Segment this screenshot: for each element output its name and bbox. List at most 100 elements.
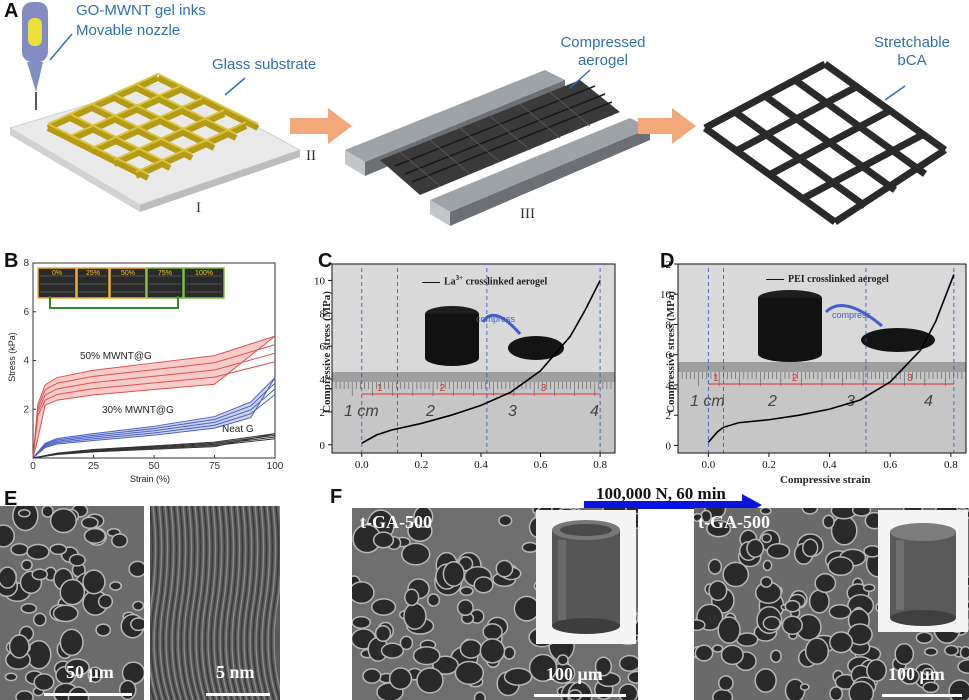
pore — [915, 631, 934, 644]
series-label-30: 30% MWNT@G — [102, 405, 174, 416]
lattice-fringe — [168, 506, 179, 700]
pore — [26, 543, 50, 561]
pore — [412, 646, 441, 666]
ytick-label: 4 — [666, 380, 672, 392]
series-label-neat: Neat G — [222, 424, 254, 435]
cylinder-icon-after — [890, 523, 956, 626]
stretchable-label-2: bCA — [897, 52, 927, 69]
pore — [922, 667, 934, 676]
step-1-label: I — [196, 200, 201, 216]
lattice-fringe — [201, 506, 212, 700]
pore — [804, 637, 830, 665]
ytick-label: 0 — [666, 440, 672, 452]
pore — [808, 589, 830, 614]
inset-strain-label: 75% — [158, 270, 172, 277]
ytick-label: 10 — [660, 289, 672, 301]
pore — [4, 672, 18, 682]
pore — [372, 531, 395, 549]
lattice-fringe — [210, 506, 221, 700]
pore — [479, 638, 506, 664]
sample-photo-right — [878, 510, 968, 632]
panel-f-letter: F — [330, 486, 343, 508]
inset-strain-label: 0% — [52, 270, 62, 277]
b-hysteresis-fill — [33, 336, 275, 458]
scale-text-e1: 50 μm — [66, 662, 114, 682]
pore — [828, 603, 852, 620]
pore — [694, 644, 714, 662]
pore — [781, 615, 803, 636]
pore — [618, 683, 638, 700]
lattice-fringe — [153, 506, 164, 700]
b-xtick-label: 50 — [148, 461, 160, 472]
b-series-line — [32, 361, 276, 459]
inset-photo-frame — [146, 267, 184, 299]
panel-a-letter: A — [4, 0, 19, 22]
pore — [862, 583, 876, 592]
xtick-label: 0.2 — [762, 459, 776, 471]
pore — [866, 658, 887, 682]
b-xtick-label: 0 — [30, 461, 36, 472]
sem-image-f-right — [694, 508, 969, 700]
nozzle-label: Movable nozzle — [76, 22, 181, 39]
lattice-fringe — [258, 506, 269, 700]
b-series-line — [32, 394, 276, 459]
scale-text-f-right: 100 μm — [888, 664, 945, 684]
pore — [68, 553, 86, 567]
xtick-label: 0.6 — [883, 459, 897, 471]
lattice-fringe — [195, 506, 206, 700]
pore — [380, 642, 405, 659]
compressed-aerogel — [345, 70, 650, 226]
lattice-fringe — [177, 506, 188, 700]
lattice-fringe — [216, 506, 227, 700]
pore — [594, 656, 613, 677]
lattice-fringe — [186, 506, 197, 700]
tem-fringes — [150, 506, 280, 700]
b-xlabel: Strain (%) — [130, 474, 171, 484]
pore — [416, 667, 444, 694]
ruler-label: 1 cm — [690, 393, 725, 410]
cylinder-icon-before — [552, 520, 620, 634]
scale-bar-e1 — [44, 693, 132, 696]
b-series-line — [32, 388, 276, 459]
pore — [923, 647, 938, 657]
pore — [762, 559, 773, 572]
panel-e-letter: E — [4, 488, 18, 510]
region-label: 2 — [792, 373, 798, 384]
pore — [830, 515, 858, 546]
pore — [8, 634, 30, 659]
lattice-fringe — [192, 506, 203, 700]
ruler-label: 1 cm — [344, 403, 379, 420]
pore — [454, 660, 485, 685]
inset-photo-frame — [76, 267, 110, 299]
pore — [503, 667, 533, 686]
pore — [473, 576, 494, 594]
lattice-fringe — [231, 506, 242, 700]
ytick-label: 12 — [660, 259, 671, 271]
lattice-fringe — [264, 506, 275, 700]
region-label: 2 — [439, 383, 445, 394]
pore — [851, 508, 872, 517]
pore — [41, 506, 54, 518]
pore — [784, 599, 801, 613]
pore — [482, 623, 503, 641]
process-arrow-1 — [290, 108, 352, 144]
pore — [717, 616, 741, 644]
c-legend-rest: crosslinked aerogel — [463, 276, 548, 288]
step-2-label: II — [306, 148, 316, 164]
pore — [64, 658, 90, 676]
pore — [442, 561, 465, 587]
inset-strain-label: 25% — [86, 270, 100, 277]
compress-arrow-icon — [824, 304, 883, 328]
lattice-fringe — [228, 506, 239, 700]
b-series-line — [32, 335, 276, 459]
lattice-fringe — [249, 506, 260, 700]
pore — [761, 533, 773, 544]
inset-strain-label: 100% — [195, 270, 213, 277]
pore — [374, 624, 392, 643]
lattice-fringe — [156, 506, 167, 700]
ruler-edge — [678, 362, 966, 372]
d-legend: PEI crosslinked aerogel — [766, 274, 889, 285]
b-xtick-label: 75 — [209, 461, 221, 472]
